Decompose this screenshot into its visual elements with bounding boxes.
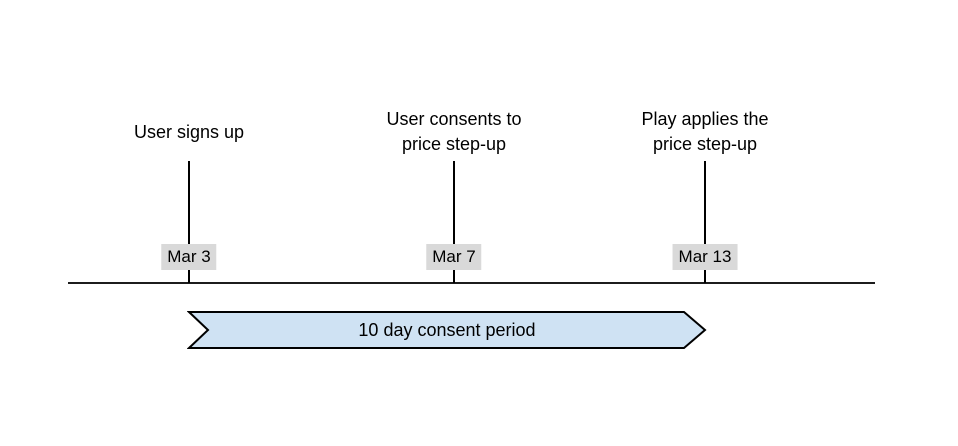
chevron-ribbon-shape xyxy=(187,311,707,349)
event-tick-line xyxy=(188,161,190,283)
chevron-ribbon-polygon xyxy=(187,311,707,349)
timeline-axis-line xyxy=(68,282,875,284)
event-label: Play applies the price step-up xyxy=(641,109,769,154)
event-date-chip: Mar 13 xyxy=(672,244,738,270)
event-tick-line xyxy=(453,161,455,283)
event-play-applies-step-up: Play applies the price step-up Mar 13 xyxy=(575,103,835,283)
event-label: User consents to price step-up xyxy=(386,109,522,154)
event-label: User signs up xyxy=(133,121,245,142)
consent-period-banner: 10 day consent period xyxy=(187,310,707,350)
event-date-chip: Mar 3 xyxy=(161,244,217,270)
event-date-chip: Mar 7 xyxy=(426,244,482,270)
event-tick-line xyxy=(704,161,706,283)
event-user-consents: User consents to price step-up Mar 7 xyxy=(324,103,584,283)
event-user-signs-up: User signs up Mar 3 xyxy=(59,103,319,283)
consent-period-label: 10 day consent period xyxy=(358,319,536,340)
